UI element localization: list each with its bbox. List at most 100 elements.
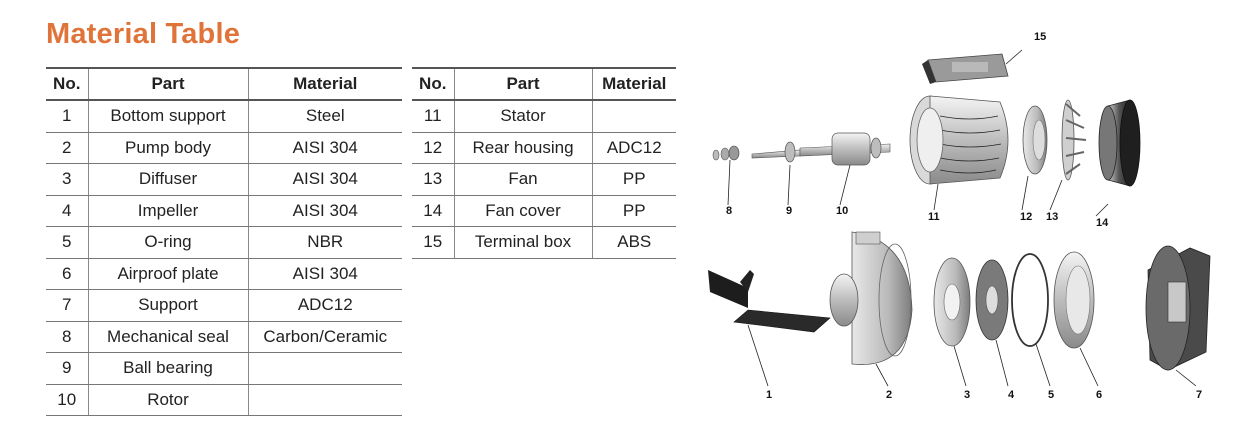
- table-row: 15 Terminal box ABS: [412, 226, 676, 259]
- table-row: 2 Pump body AISI 304: [46, 132, 402, 164]
- cell-part: Mechanical seal: [87, 321, 248, 353]
- pump-exploded-diagram: 15 8 9 10 11 12 13 14 1 2 3 4 5 6 7: [708, 31, 1211, 401]
- label-14: 14: [1096, 217, 1109, 229]
- diagram-callout-lines: [727, 49, 1197, 387]
- diagram-labels: 15 8 9 10 11 12 13 14 1 2 3 4 5 6 7: [726, 31, 1202, 401]
- header-part: Part: [453, 67, 592, 101]
- label-15: 15: [1034, 31, 1046, 43]
- cell-no: 8: [46, 321, 88, 353]
- table-row: 8 Mechanical seal Carbon/Ceramic: [46, 321, 402, 353]
- label-2: 2: [886, 389, 892, 401]
- cell-material: [247, 352, 402, 385]
- header-no: No.: [46, 67, 88, 101]
- cell-material: AISI 304: [247, 258, 402, 290]
- table-row: 14 Fan cover PP: [412, 195, 676, 227]
- table-row: 4 Impeller AISI 304: [46, 195, 402, 227]
- label-12: 12: [1020, 211, 1032, 223]
- table-row: 5 O-ring NBR: [46, 226, 402, 259]
- table-row: 11 Stator: [412, 100, 676, 133]
- part-5-o-ring: [1011, 253, 1049, 347]
- cell-part: Pump body: [87, 132, 248, 164]
- table-row: 7 Support ADC12: [46, 289, 402, 322]
- cell-part: Stator: [453, 100, 592, 133]
- cell-part: Terminal box: [453, 226, 592, 259]
- header-part: Part: [87, 67, 248, 101]
- table-header-row: No. Part Material: [412, 67, 676, 101]
- header-material: Material: [591, 67, 676, 101]
- cell-part: Impeller: [87, 195, 248, 227]
- cell-part: Bottom support: [87, 100, 248, 133]
- part-14-fan-cover: [1098, 99, 1141, 187]
- label-8: 8: [726, 205, 732, 217]
- part-3-diffuser: [933, 257, 971, 347]
- page-title: Material Table: [46, 18, 241, 50]
- cell-material: PP: [591, 195, 676, 227]
- part-9-ball-bearing: [751, 141, 801, 163]
- cell-material: NBR: [247, 226, 402, 259]
- table-row: 1 Bottom support Steel: [46, 100, 402, 133]
- table-row: 3 Diffuser AISI 304: [46, 163, 402, 196]
- cell-no: 14: [412, 195, 454, 227]
- part-11-stator: [909, 95, 1009, 185]
- cell-no: 15: [412, 226, 454, 259]
- cell-no: 6: [46, 258, 88, 290]
- cell-part: Support: [87, 289, 248, 322]
- cell-part: Fan: [453, 163, 592, 196]
- cell-material: ABS: [591, 226, 676, 259]
- part-1-bottom-support: [708, 270, 831, 333]
- cell-part: Fan cover: [453, 195, 592, 227]
- table-row: 12 Rear housing ADC12: [412, 132, 676, 164]
- cell-no: 2: [46, 132, 88, 164]
- part-2-pump-body: [829, 231, 913, 365]
- cell-part: Diffuser: [87, 163, 248, 196]
- table-row: 6 Airproof plate AISI 304: [46, 258, 402, 290]
- part-13-fan: [1061, 99, 1087, 181]
- cell-no: 3: [46, 163, 88, 196]
- table-row: 9 Ball bearing: [46, 352, 402, 385]
- part-4-impeller: [975, 259, 1009, 341]
- cell-no: 10: [46, 384, 88, 416]
- cell-material: [591, 100, 676, 133]
- material-table-left: No. Part Material 1 Bottom support Steel…: [46, 67, 402, 416]
- cell-material: PP: [591, 163, 676, 196]
- cell-no: 9: [46, 352, 88, 385]
- label-5: 5: [1048, 389, 1054, 401]
- part-15-terminal-box: [922, 53, 1009, 84]
- cell-material: Carbon/Ceramic: [247, 321, 402, 353]
- cell-part: O-ring: [87, 226, 248, 259]
- part-12-rear-housing: [1022, 105, 1048, 175]
- cell-no: 13: [412, 163, 454, 196]
- label-1: 1: [766, 389, 772, 401]
- table-header-row: No. Part Material: [46, 67, 402, 101]
- cell-material: AISI 304: [247, 195, 402, 227]
- label-6: 6: [1096, 389, 1102, 401]
- label-10: 10: [836, 205, 848, 217]
- label-3: 3: [964, 389, 970, 401]
- cell-no: 7: [46, 289, 88, 322]
- part-8-mechanical-seal: [712, 145, 740, 161]
- cell-material: ADC12: [247, 289, 402, 322]
- cell-part: Ball bearing: [87, 352, 248, 385]
- cell-part: Airproof plate: [87, 258, 248, 290]
- cell-part: Rotor: [87, 384, 248, 416]
- cell-no: 4: [46, 195, 88, 227]
- label-4: 4: [1008, 389, 1015, 401]
- cell-material: [247, 384, 402, 416]
- cell-material: Steel: [247, 100, 402, 133]
- part-7-support: [1145, 245, 1211, 371]
- material-table-right: No. Part Material 11 Stator 12 Rear hous…: [412, 67, 676, 259]
- cell-material: AISI 304: [247, 132, 402, 164]
- cell-material: AISI 304: [247, 163, 402, 196]
- part-10-rotor: [799, 132, 891, 166]
- label-7: 7: [1196, 389, 1202, 401]
- cell-no: 1: [46, 100, 88, 133]
- header-material: Material: [247, 67, 402, 101]
- cell-part: Rear housing: [453, 132, 592, 164]
- cell-material: ADC12: [591, 132, 676, 164]
- cell-no: 11: [412, 100, 454, 133]
- cell-no: 5: [46, 226, 88, 259]
- cell-no: 12: [412, 132, 454, 164]
- label-11: 11: [928, 211, 940, 223]
- header-no: No.: [412, 67, 454, 101]
- label-9: 9: [786, 205, 792, 217]
